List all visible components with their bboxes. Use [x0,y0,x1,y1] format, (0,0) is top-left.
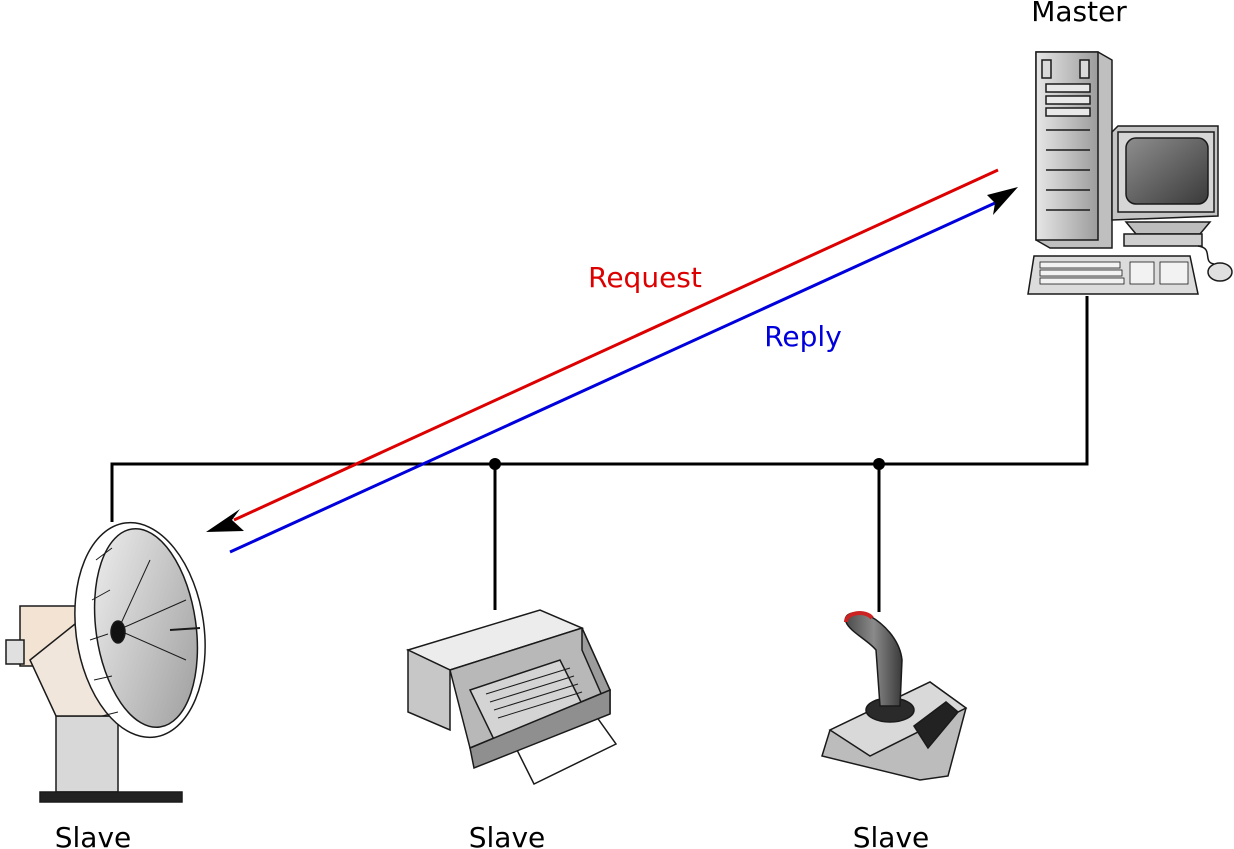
reply-label: Reply [764,320,842,353]
slave-label-dish: Slave [55,821,132,849]
bus-main-line [110,296,1089,522]
desktop-computer-icon [1027,51,1233,295]
reply-arrow [229,187,1018,554]
joystick-icon [821,611,968,781]
master-label: Master [1031,0,1127,28]
bus-junction-joystick [873,458,885,470]
bus-junction-printer [489,458,501,470]
printer-icon [405,609,618,785]
reply-arrowhead [987,187,1018,215]
request-label: Request [588,261,702,294]
satellite-dish-icon [5,521,206,803]
request-arrow [206,168,999,532]
bus-lines [110,296,1089,612]
slave-label-joystick: Slave [853,821,930,849]
request-arrowhead [206,509,244,532]
slave-label-printer: Slave [469,821,546,849]
